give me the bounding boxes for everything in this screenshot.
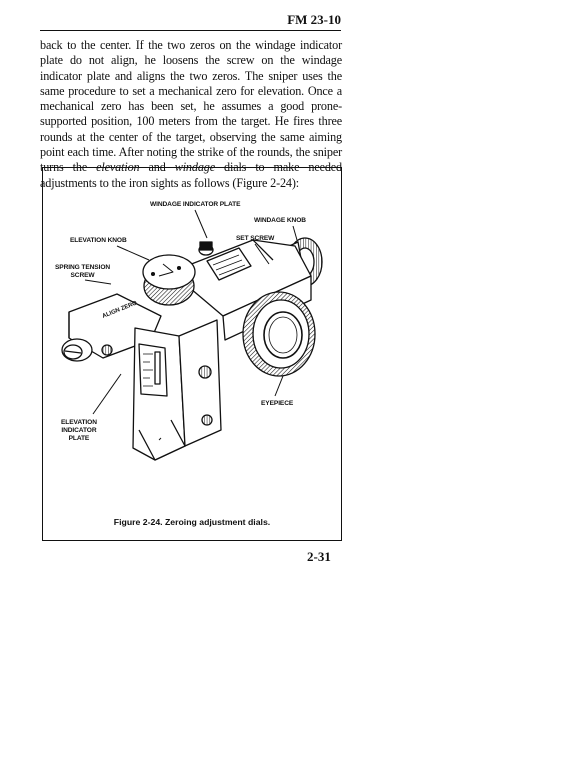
windage-plate-icon xyxy=(198,241,252,281)
elevation-scale-icon xyxy=(138,343,168,397)
label-elevation-line-1: ELEVATION xyxy=(61,419,97,426)
label-elevation-line-2: INDICATOR xyxy=(61,427,97,434)
label-elevation-knob: ELEVATION KNOB xyxy=(70,237,127,244)
running-header: FM 23-10 xyxy=(40,6,341,31)
label-elevation-line-3: PLATE xyxy=(68,435,90,442)
label-spring-tension-screw: SPRING TENSION SCREW xyxy=(55,264,110,280)
label-eyepiece: EYEPIECE xyxy=(261,400,294,407)
figure-frame: ALIGN ZERO xyxy=(42,167,342,541)
label-elevation-indicator-plate: ELEVATION INDICATOR PLATE xyxy=(61,419,97,443)
label-windage-indicator-plate: WINDAGE INDICATOR PLATE xyxy=(150,201,241,208)
page-number: 2-31 xyxy=(307,549,331,564)
body-paragraph: back to the center. If the two zeros on … xyxy=(40,38,342,191)
manual-id: FM 23-10 xyxy=(287,12,341,27)
figure-caption: Figure 2-24. Zeroing adjustment dials. xyxy=(113,517,271,527)
label-spring-tension-line-2: SCREW xyxy=(70,272,95,279)
elevation-knob-icon xyxy=(142,254,196,306)
leader-lines xyxy=(84,209,298,441)
iron-sight-illustration: ALIGN ZERO xyxy=(61,209,323,461)
eyepiece-icon xyxy=(242,291,316,377)
paragraph-part-1: back to the center. If the two zeros on … xyxy=(40,38,342,175)
label-spring-tension-line-1: SPRING TENSION xyxy=(55,264,111,271)
label-windage-knob: WINDAGE KNOB xyxy=(254,217,306,224)
paragraph-text: back to the center. If the two zeros on … xyxy=(40,38,342,191)
body-screws-icon xyxy=(198,365,213,426)
label-set-screw: SET SCREW xyxy=(236,235,275,242)
side-screw-icon xyxy=(61,338,113,362)
